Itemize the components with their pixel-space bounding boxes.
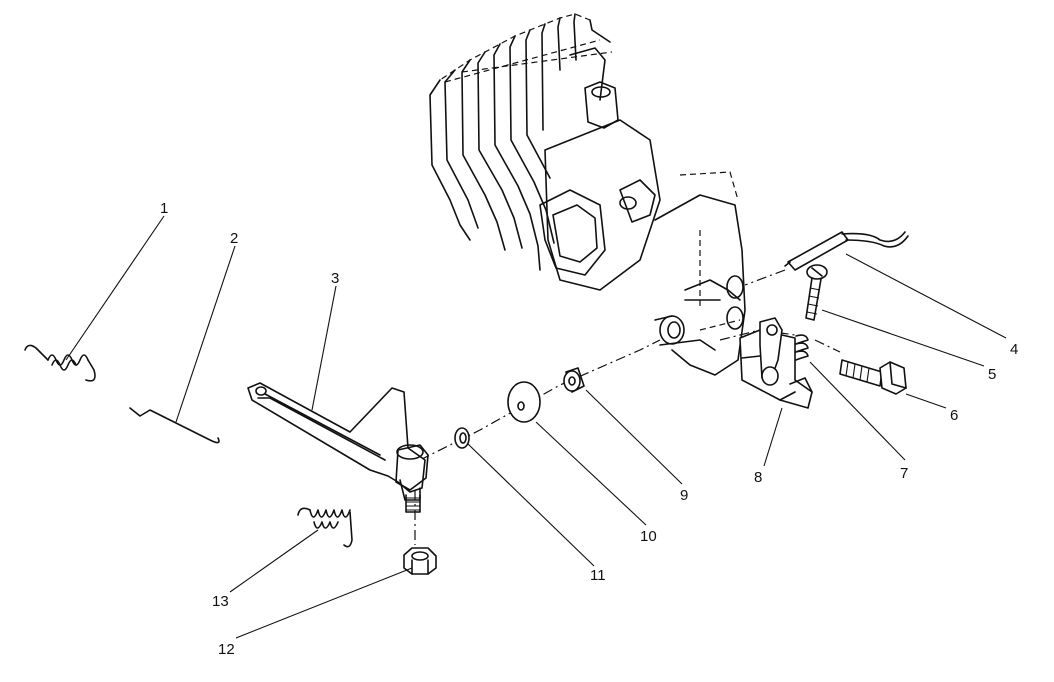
leader-5 xyxy=(821,309,985,367)
callout-9: 9 xyxy=(680,487,688,504)
callout-3: 3 xyxy=(331,270,339,287)
leader-11 xyxy=(467,443,595,567)
part-6-bolt xyxy=(839,359,907,395)
callout-1: 1 xyxy=(160,200,168,217)
callout-2: 2 xyxy=(230,230,238,247)
part-8-bracket xyxy=(739,317,813,409)
part-5-screw xyxy=(805,264,828,321)
callout-12: 12 xyxy=(218,641,235,658)
rod-axis xyxy=(744,269,786,286)
leader-1 xyxy=(65,215,165,361)
engine-block xyxy=(429,13,746,376)
callout-13: 13 xyxy=(212,593,229,610)
callout-6: 6 xyxy=(950,407,958,424)
callout-4: 4 xyxy=(1010,341,1018,358)
leader-3 xyxy=(311,285,337,411)
leader-6 xyxy=(905,393,947,409)
leader-10 xyxy=(535,421,647,526)
callout-11: 11 xyxy=(590,567,606,584)
callout-10: 10 xyxy=(640,528,657,545)
part-10-washer xyxy=(507,381,541,423)
part-3-governor-lever xyxy=(247,382,429,513)
callout-7: 7 xyxy=(900,465,908,482)
leader-13 xyxy=(229,529,319,593)
part-12-nut xyxy=(403,547,437,575)
leader-lines xyxy=(65,215,1007,639)
leader-12 xyxy=(235,567,413,639)
part-2-wire-link xyxy=(129,407,220,444)
part-13-spring xyxy=(297,507,353,548)
part-1-spring xyxy=(24,344,96,382)
callout-labels: 1 2 3 4 5 6 7 8 9 10 11 12 13 xyxy=(160,200,1018,658)
callout-5: 5 xyxy=(988,366,996,383)
part-7-spring xyxy=(795,334,809,361)
bolt-axis xyxy=(814,339,841,353)
leader-2 xyxy=(175,245,236,423)
part-11-retaining-ring xyxy=(454,427,470,449)
leader-9 xyxy=(585,389,683,485)
leader-7 xyxy=(809,361,906,461)
callout-8: 8 xyxy=(754,469,762,486)
leader-4 xyxy=(845,253,1007,339)
leader-8 xyxy=(763,407,783,467)
part-4-choke-rod xyxy=(784,231,909,271)
part-9-bushing xyxy=(563,367,585,393)
